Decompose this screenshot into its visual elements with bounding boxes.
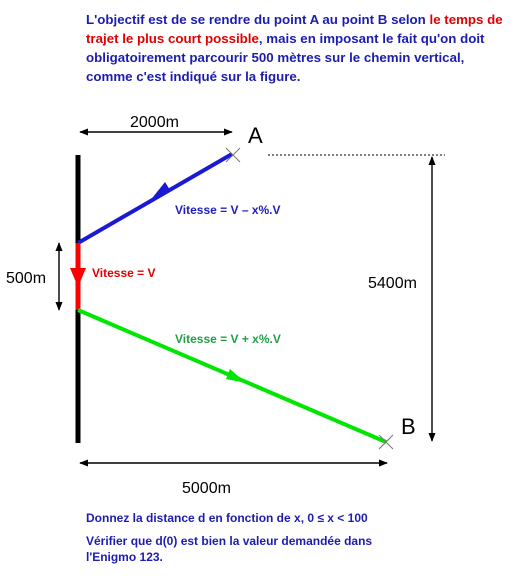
- statement-part-2: , mais en imposant le fait qu'on doit ob…: [86, 31, 485, 84]
- problem-statement: L'objectif est de se rendre du point A a…: [86, 10, 506, 86]
- question-text-2: Vérifier que d(0) est bien la valeur dem…: [86, 534, 373, 564]
- dim-label-left: 500m: [6, 270, 46, 287]
- point-b-label: B: [401, 414, 416, 439]
- speed-label-red: Vitesse = V: [92, 266, 156, 280]
- question-line-1: Donnez la distance d en fonction de x, 0…: [86, 510, 486, 526]
- arrow-blue: [149, 182, 170, 202]
- arrow-green: [226, 369, 246, 383]
- arrow-red: [70, 268, 86, 287]
- dim-label-top: 2000m: [130, 114, 179, 131]
- dim-label-bottom: 5000m: [182, 480, 231, 497]
- question-line-2: Vérifier que d(0) est bien la valeur dem…: [86, 533, 416, 565]
- question-text-1: Donnez la distance d en fonction de x, 0…: [86, 511, 368, 525]
- point-b-cross-2: [378, 434, 394, 450]
- dim-label-right: 5400m: [368, 275, 417, 292]
- statement-part-1: L'objectif est de se rendre du point A a…: [86, 12, 430, 27]
- point-a-cross-2: [225, 147, 241, 163]
- statement-highlight: le temps de trajet le plus court possibl…: [86, 12, 503, 46]
- speed-label-green: Vitesse = V + x%.V: [175, 332, 281, 346]
- point-a-label: A: [248, 123, 263, 148]
- speed-label-blue: Vitesse = V – x%.V: [175, 203, 281, 217]
